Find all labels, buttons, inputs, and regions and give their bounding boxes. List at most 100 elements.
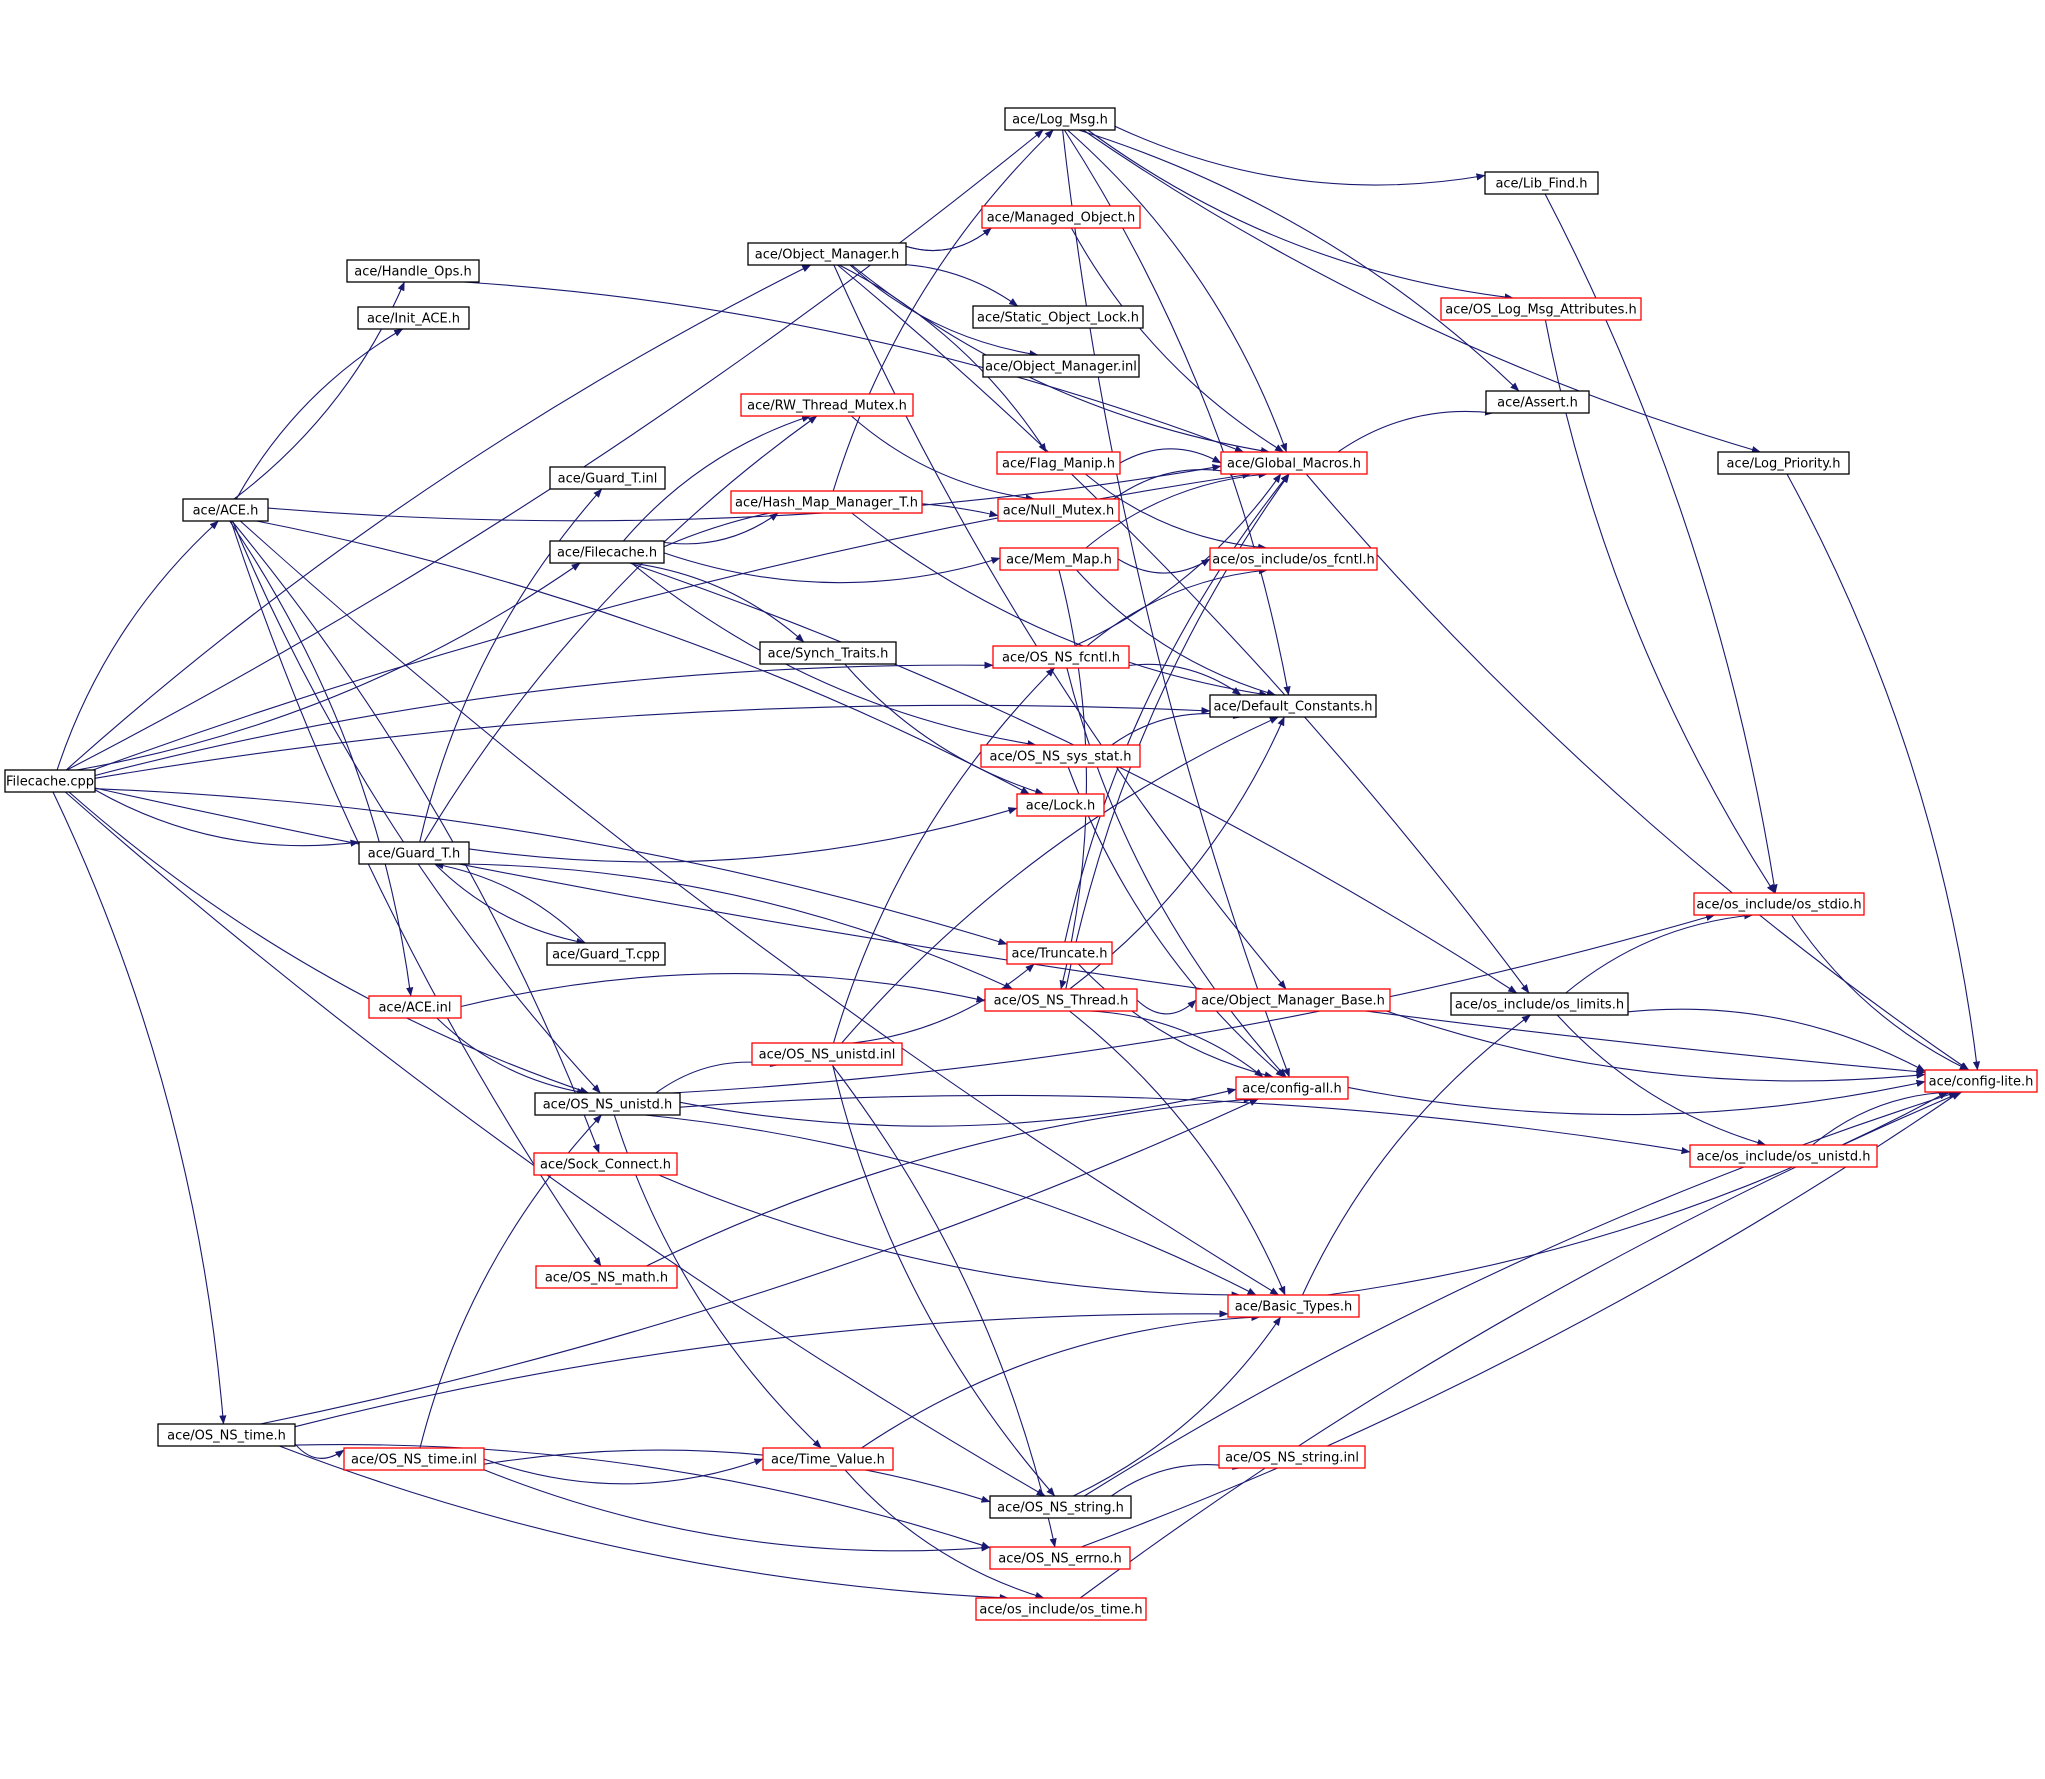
node-box xyxy=(368,995,462,1019)
node-box xyxy=(1218,1445,1366,1469)
edge-os_limits_h-to-os_unistd_h xyxy=(1556,1014,1767,1147)
edge-os_ns_fcntl_h-to-default_constants_h xyxy=(1112,663,1242,696)
node-handle-ops-h[interactable]: ace/Handle_Ops.h xyxy=(346,259,480,283)
node-label: ace/Lib_Find.h xyxy=(1495,177,1587,192)
node-managed-object-h[interactable]: ace/Managed_Object.h xyxy=(981,205,1141,229)
node-os-unistd-h[interactable]: ace/os_include/os_unistd.h xyxy=(1689,1144,1878,1168)
node-os-ns-unistd-inl[interactable]: ace/OS_NS_unistd.inl xyxy=(751,1042,903,1066)
node-config-all-h[interactable]: ace/config-all.h xyxy=(1235,1076,1349,1100)
node-box xyxy=(534,1092,681,1116)
node-log-msg-h[interactable]: ace/Log_Msg.h xyxy=(1004,107,1116,131)
node-object-manager-h[interactable]: ace/Object_Manager.h xyxy=(747,242,907,266)
edge-os_unistd_h-to-config_lite_h xyxy=(1812,1088,1953,1146)
node-box xyxy=(1440,297,1642,321)
node-os-ns-string-h[interactable]: ace/OS_NS_string.h xyxy=(989,1495,1132,1519)
node-guard-t-h[interactable]: ace/Guard_T.h xyxy=(358,841,470,865)
node-object-manager-base-h[interactable]: ace/Object_Manager_Base.h xyxy=(1195,988,1391,1012)
edge-log_msg_h-to-lib_find_h xyxy=(1114,125,1486,186)
node-layer: Filecache.cpp ace/ACE.h ace/Log_Msg.h ace/L… xyxy=(4,107,2038,1621)
node-default-constants-h[interactable]: ace/Default_Constants.h xyxy=(1209,694,1377,718)
node-os-ns-math-h[interactable]: ace/OS_NS_math.h xyxy=(535,1265,678,1289)
node-truncate-h[interactable]: ace/Truncate.h xyxy=(1006,941,1113,965)
edge-filecache_cpp-to-os_ns_unistd_h xyxy=(68,791,589,1094)
node-ace-h[interactable]: ace/ACE.h xyxy=(182,498,269,522)
node-label: ace/OS_NS_unistd.h xyxy=(543,1098,673,1113)
node-object-manager-inl[interactable]: ace/Object_Manager.inl xyxy=(982,354,1140,378)
node-filecache-h[interactable]: ace/Filecache.h xyxy=(549,540,665,564)
edge-basic_types_h-to-os_limits_h xyxy=(1302,1014,1531,1296)
node-os-stdio-h[interactable]: ace/os_include/os_stdio.h xyxy=(1693,892,1865,916)
node-ace-inl[interactable]: ace/ACE.inl xyxy=(368,995,462,1019)
node-assert-h[interactable]: ace/Assert.h xyxy=(1485,390,1590,414)
node-label: ace/Handle_Ops.h xyxy=(354,265,471,280)
node-label: ace/Lock.h xyxy=(1026,799,1096,814)
edge-os_ns_unistd_inl-to-os_ns_errno_h xyxy=(831,1064,1057,1548)
node-synch-traits-h[interactable]: ace/Synch_Traits.h xyxy=(759,641,897,665)
node-box xyxy=(182,498,269,522)
edge-filecache_cpp-to-default_constants_h xyxy=(94,704,1211,779)
node-rw-thread-mutex-h[interactable]: ace/RW_Thread_Mutex.h xyxy=(740,393,914,417)
node-os-log-msg-attributes-h[interactable]: ace/OS_Log_Msg_Attributes.h xyxy=(1440,297,1642,321)
edge-filecache_h-to-synch_traits_h xyxy=(631,562,805,643)
node-global-macros-h[interactable]: ace/Global_Macros.h xyxy=(1220,451,1368,475)
node-null-mutex-h[interactable]: ace/Null_Mutex.h xyxy=(997,498,1120,522)
node-log-priority-h[interactable]: ace/Log_Priority.h xyxy=(1717,451,1850,475)
edge-ace_h-to-global_macros_h xyxy=(267,464,1222,522)
edge-os_ns_fcntl_h-to-os_fcntl_h xyxy=(1086,567,1268,647)
node-os-ns-time-inl[interactable]: ace/OS_NS_time.inl xyxy=(343,1447,485,1471)
node-os-ns-errno-h[interactable]: ace/OS_NS_errno.h xyxy=(989,1546,1131,1570)
edge-os_ns_thread_h-to-basic_types_h xyxy=(1069,1010,1286,1296)
edge-os_ns_thread_h-to-object_manager_base_h xyxy=(1136,999,1197,1015)
node-os-ns-thread-h[interactable]: ace/OS_NS_Thread.h xyxy=(984,988,1138,1012)
edge-layer xyxy=(52,125,1981,1602)
node-box xyxy=(157,1423,296,1447)
node-label: ace/os_include/os_limits.h xyxy=(1455,998,1624,1013)
node-box xyxy=(1004,107,1116,131)
node-flag-manip-h[interactable]: ace/Flag_Manip.h xyxy=(996,451,1121,475)
node-box xyxy=(999,547,1119,571)
edge-global_macros_h-to-config_lite_h xyxy=(1305,473,1970,1071)
node-sock-connect-h[interactable]: ace/Sock_Connect.h xyxy=(533,1152,678,1176)
node-box xyxy=(1227,1294,1360,1318)
edge-os_limits_h-to-config_lite_h xyxy=(1602,1008,1926,1072)
edge-ace_h-to-basic_types_h xyxy=(239,520,1280,1296)
node-os-limits-h[interactable]: ace/os_include/os_limits.h xyxy=(1450,992,1629,1016)
node-label: ace/Mem_Map.h xyxy=(1006,553,1112,568)
node-filecache-cpp[interactable]: Filecache.cpp xyxy=(4,769,96,793)
node-config-lite-h[interactable]: ace/config-lite.h xyxy=(1924,1069,2038,1093)
node-lock-h[interactable]: ace/Lock.h xyxy=(1016,793,1105,817)
node-box xyxy=(358,841,470,865)
edge-sock_connect_h-to-basic_types_h xyxy=(658,1174,1241,1299)
node-os-ns-sys-stat-h[interactable]: ace/OS_NS_sys_stat.h xyxy=(980,744,1141,768)
edge-log_msg_h-to-config_all_h xyxy=(1062,129,1290,1078)
edge-filecache_h-to-rw_thread_mutex_h xyxy=(623,415,811,542)
node-guard-t-inl[interactable]: ace/Guard_T.inl xyxy=(549,466,666,490)
edge-os_ns_thread_h-to-global_macros_h xyxy=(1065,473,1290,990)
node-basic-types-h[interactable]: ace/Basic_Types.h xyxy=(1227,1294,1360,1318)
node-time-value-h[interactable]: ace/Time_Value.h xyxy=(762,1447,894,1471)
node-box xyxy=(975,1597,1147,1621)
edge-filecache_cpp-to-os_ns_time_h xyxy=(52,791,227,1425)
edge-basic_types_h-to-config_lite_h xyxy=(1327,1091,1948,1296)
edge-filecache_cpp-to-config_lite_h xyxy=(94,787,1926,1076)
node-os-ns-string-inl[interactable]: ace/OS_NS_string.inl xyxy=(1218,1445,1366,1469)
node-mem-map-h[interactable]: ace/Mem_Map.h xyxy=(999,547,1119,571)
node-label: ace/Flag_Manip.h xyxy=(1002,457,1115,472)
node-box xyxy=(1485,390,1590,414)
node-label: ace/Sock_Connect.h xyxy=(540,1158,671,1173)
node-label: ace/OS_NS_fcntl.h xyxy=(1002,651,1120,666)
node-os-ns-fcntl-h[interactable]: ace/OS_NS_fcntl.h xyxy=(992,645,1130,669)
node-os-ns-time-h[interactable]: ace/OS_NS_time.h xyxy=(157,1423,296,1447)
node-hash-map-manager-t-h[interactable]: ace/Hash_Map_Manager_T.h xyxy=(730,490,923,514)
node-lib-find-h[interactable]: ace/Lib_Find.h xyxy=(1484,171,1599,195)
node-label: ace/OS_NS_time.inl xyxy=(351,1453,477,1468)
node-guard-t-cpp[interactable]: ace/Guard_T.cpp xyxy=(546,942,666,966)
node-box xyxy=(346,259,480,283)
node-os-time-h[interactable]: ace/os_include/os_time.h xyxy=(975,1597,1147,1621)
node-init-ace-h[interactable]: ace/Init_ACE.h xyxy=(357,306,470,330)
edge-guard_t_h-to-guard_t_cpp xyxy=(434,863,586,945)
node-os-ns-unistd-h[interactable]: ace/OS_NS_unistd.h xyxy=(534,1092,681,1116)
edge-log_msg_h-to-log_priority_h xyxy=(1082,129,1761,454)
node-os-fcntl-h[interactable]: ace/os_include/os_fcntl.h xyxy=(1209,547,1378,571)
node-static-object-lock-h[interactable]: ace/Static_Object_Lock.h xyxy=(972,305,1144,329)
